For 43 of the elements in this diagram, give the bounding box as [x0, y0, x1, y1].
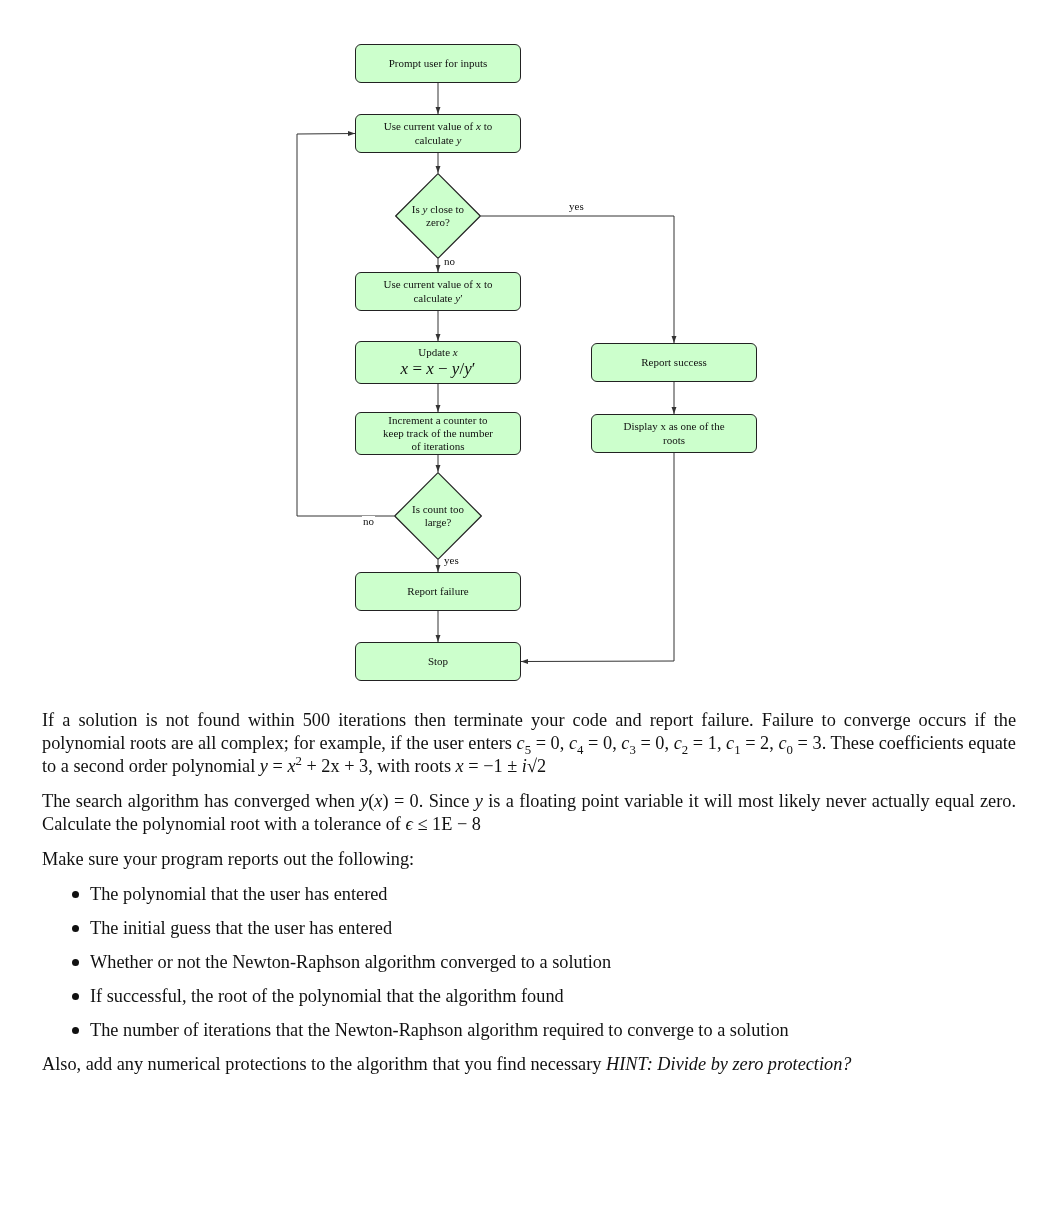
process-box	[591, 414, 757, 453]
node-text: Report success	[641, 355, 707, 370]
arrow	[435, 258, 441, 273]
paragraph: The search algorithm has converged when y(x) = 0. Since y is a floating point variable it will most likely never actually equal zero. Calculate the polynomial root with a tolerance of ϵ ≤ 1E − 8	[42, 790, 1016, 836]
arrow	[671, 381, 677, 415]
bullet-item: The number of iterations that the Newton-Raphson algorithm required to converge to a solution	[90, 1019, 790, 1042]
process-box	[355, 412, 521, 455]
node-text: Use current value of x to calculate y′	[382, 278, 494, 305]
node-text: Update x	[418, 345, 458, 359]
arrow	[435, 383, 441, 413]
arrow	[520, 452, 675, 664]
process-box	[355, 642, 521, 681]
arrow	[435, 610, 441, 643]
bullet-item: The polynomial that the user has entered	[90, 883, 389, 906]
node-text: Display x as one of the roots	[622, 420, 726, 447]
paragraph: Also, add any numerical protections to the algorithm that you find necessary HINT: Divide by zero protection?	[42, 1053, 853, 1076]
node-text: Prompt user for inputs	[388, 56, 488, 71]
decision-diamond	[394, 472, 482, 560]
arrow	[435, 152, 441, 174]
arrow	[435, 559, 441, 573]
arrow	[296, 131, 395, 517]
node-text: Report failure	[407, 584, 469, 599]
bullet-item: Whether or not the Newton-Raphson algorithm converged to a solution	[90, 951, 613, 974]
node-text: Is count too large?	[411, 502, 465, 530]
edge-label: no	[362, 516, 375, 527]
node-text: x = x − y/y′	[400, 358, 476, 380]
arrow	[435, 310, 441, 342]
arrow	[480, 215, 677, 344]
process-box	[355, 44, 521, 83]
bullet-item: If successful, the root of the polynomial that the algorithm found	[90, 985, 565, 1008]
process-box	[355, 272, 521, 311]
node-text: Increment a counter to keep track of the number of iterations	[382, 413, 494, 454]
paragraph: If a solution is not found within 500 iterations then terminate your code and report failure. Failure to converge occurs if the polynomial roots are all complex; for example, if the user enters c$_{5}$ = 0, c$_{4}$ = 0, c$_{3}$ = 0, c$_{2}$ = 1, c$_{1}$ = 2, c$_{0}$ = 3. These coefficients equate to a second order polynomial y = x$^{2}$ + 2x + 3, with roots x = −1 ± i√2	[42, 709, 1016, 778]
process-box	[355, 572, 521, 611]
decision-diamond	[395, 173, 481, 259]
process-box	[591, 343, 757, 382]
bullet-item: The initial guess that the user has entered	[90, 917, 394, 940]
node-text: Stop	[427, 654, 449, 669]
arrow	[435, 454, 441, 473]
process-box	[355, 341, 521, 384]
paragraph: Make sure your program reports out the following:	[42, 848, 416, 871]
process-box	[355, 114, 521, 153]
arrow	[435, 82, 441, 115]
